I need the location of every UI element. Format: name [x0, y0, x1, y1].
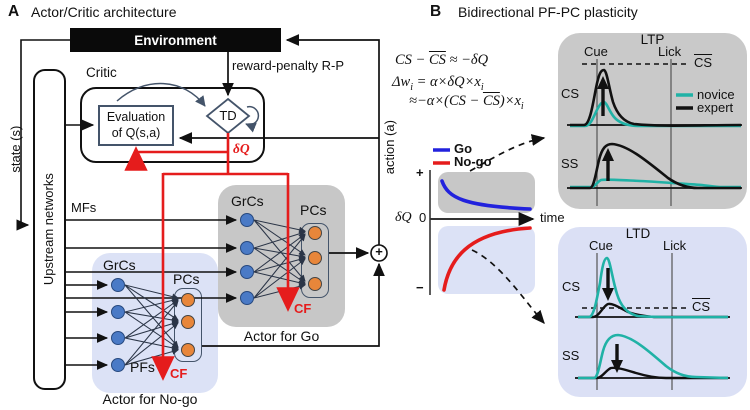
- dashed-mapping-arrows: [469, 134, 546, 325]
- ltp-cs-label: CS: [561, 86, 580, 101]
- panel-b-tag: B: [430, 3, 442, 20]
- ltp-plot: [567, 59, 742, 206]
- nogo-legend-label: No-go: [454, 154, 492, 169]
- ltp-title: LTP: [640, 32, 665, 47]
- td-self-loop: [245, 105, 260, 133]
- evaluation-to-td-arrow: [116, 82, 206, 107]
- evaluation-box: Evaluation of Q(s,a): [98, 105, 174, 146]
- nogo-pfs-label: PFs: [130, 359, 155, 375]
- dq-xlabel: time: [540, 210, 565, 225]
- nogo-grc-dots: [111, 278, 125, 372]
- equation-1: CS − CS ≈ −δQ: [395, 52, 489, 68]
- action-label: action (a): [381, 120, 397, 175]
- nogo-pcs-label: PCs: [173, 271, 200, 287]
- go-legend-label: Go: [454, 141, 473, 156]
- nogo-cf-label: CF: [170, 366, 188, 381]
- ltd-cs-mean-label: CS: [692, 299, 711, 314]
- ltp-expert-label: expert: [697, 100, 734, 115]
- upstream-networks-label: Upstream networks: [40, 173, 56, 286]
- actor-nogo-caption: Actor for No-go: [102, 391, 198, 407]
- dq-plus-label: +: [416, 165, 424, 180]
- ltp-novice-label: novice: [697, 87, 735, 102]
- nogo-pc-dots: [181, 293, 195, 357]
- environment-label: Environment: [134, 32, 217, 48]
- delta-q-cf-pathway: [124, 133, 300, 381]
- upstream-networks-box: [33, 69, 66, 390]
- ltp-ss-label: SS: [561, 156, 579, 171]
- go-pc-dots: [308, 226, 322, 291]
- go-pcs-label: PCs: [300, 202, 327, 218]
- panel-a-tag: A: [8, 3, 20, 20]
- td-label: TD: [219, 108, 237, 123]
- action-line: [178, 34, 385, 347]
- evaluation-line1: Evaluation: [106, 109, 166, 124]
- go-cf-label: CF: [294, 301, 312, 316]
- dq-zero-label: 0: [419, 210, 427, 225]
- panel-b-title: Bidirectional PF-PC plasticity: [458, 4, 638, 20]
- state-line: [16, 39, 95, 231]
- go-dq-curve: [440, 179, 532, 211]
- ltd-cue-label: Cue: [589, 238, 613, 253]
- ltd-plot: [575, 253, 730, 390]
- mossy-fiber-lines: [66, 215, 238, 370]
- evaluation-line2: of Q(s,a): [111, 125, 161, 140]
- dq-ylabel: δQ: [395, 210, 412, 225]
- ltp-cs-mean-label: CS: [694, 55, 713, 70]
- go-grc-pc-connections: [253, 219, 306, 299]
- mfs-label: MFs: [71, 200, 97, 215]
- sum-label: +: [375, 243, 383, 259]
- dq-minus-label: −: [416, 280, 424, 295]
- nogo-grcs-label: GrCs: [103, 257, 136, 273]
- go-grcs-label: GrCs: [231, 193, 264, 209]
- equation-2: Δwi = α×δQ×xi: [392, 74, 484, 93]
- ltd-ss-label: SS: [562, 348, 580, 363]
- ltd-panel: [558, 227, 747, 397]
- equation-3: ≈−α×(CS − CS)×xi: [409, 93, 524, 112]
- nogo-dq-curve: [442, 226, 532, 292]
- reward-penalty-label: reward-penalty R-P: [232, 58, 344, 73]
- ltd-title: LTD: [625, 226, 651, 241]
- ltd-cs-label: CS: [562, 279, 581, 294]
- critic-label: Critic: [86, 65, 117, 80]
- environment-box: Environment: [70, 28, 281, 52]
- ltp-cue-label: Cue: [584, 44, 608, 59]
- state-label: state (s): [7, 125, 23, 173]
- dq-axes: [429, 170, 535, 295]
- ltd-lick-label: Lick: [663, 238, 687, 253]
- nogo-grc-pc-connections: [124, 284, 179, 366]
- sum-node: [370, 244, 388, 262]
- delta-q-label: δQ: [233, 141, 250, 156]
- go-grc-dots: [240, 213, 254, 305]
- panel-a-title: Actor/Critic architecture: [31, 4, 177, 20]
- ltp-lick-label: Lick: [658, 44, 682, 59]
- actor-go-caption: Actor for Go: [243, 328, 320, 344]
